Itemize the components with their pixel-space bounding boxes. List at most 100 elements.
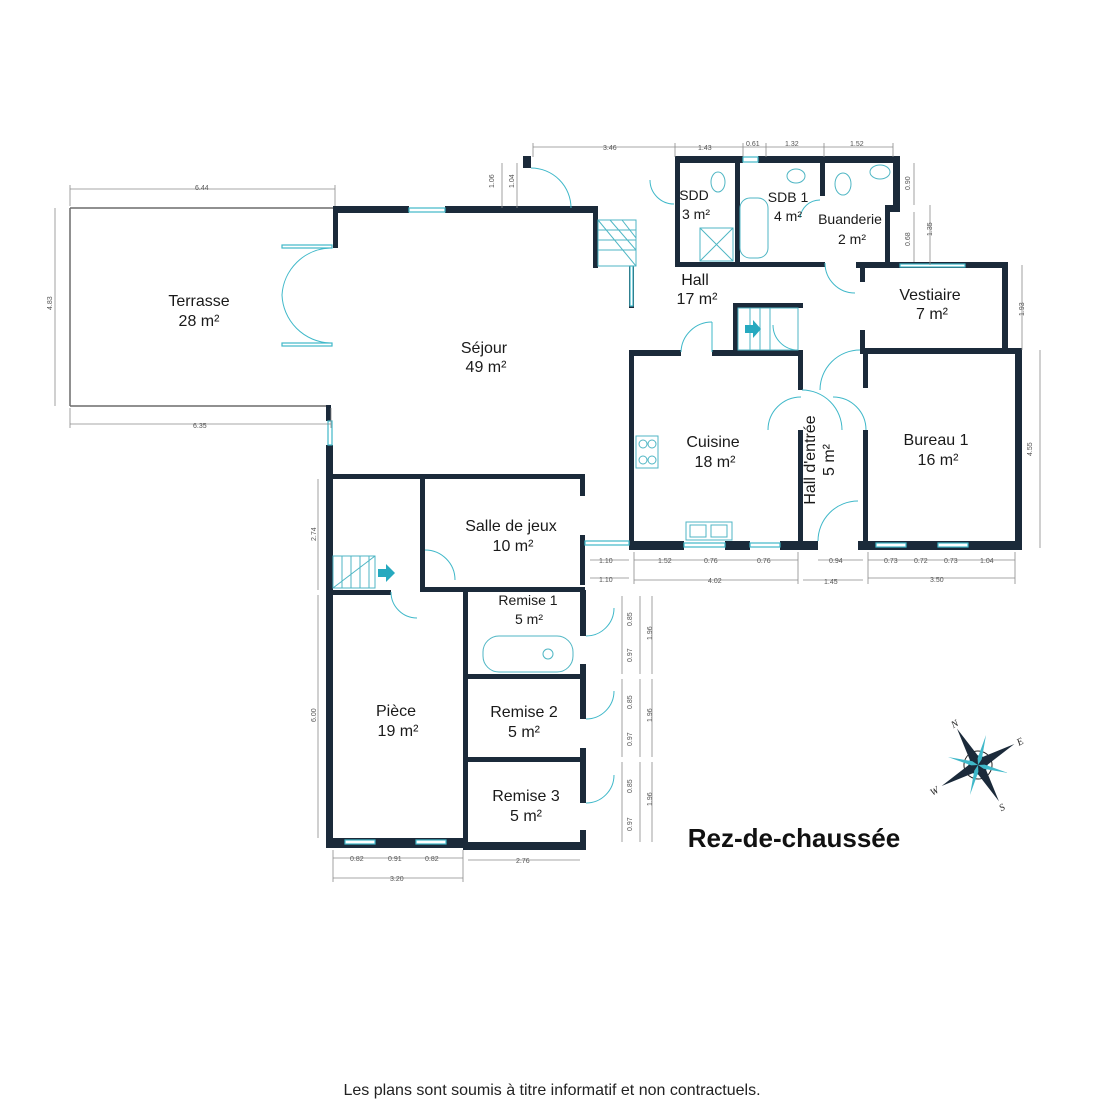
dim-label: 4.55 [1027, 442, 1034, 456]
dim-label: 0.85 [627, 695, 634, 709]
stairs-icon [332, 555, 376, 589]
dim-label: 1.06 [489, 174, 496, 188]
room-area-cuisine: 18 m² [695, 454, 737, 471]
room-name-remise1: Remise 1 [498, 592, 557, 608]
room-area-sdd: 3 m² [682, 206, 710, 222]
dim-label: 1.10 [599, 558, 613, 565]
dimension-labels: 3.46 1.43 0.61 1.32 1.52 1.06 1.04 0.90 … [47, 141, 1034, 883]
terrasse-outline [69, 207, 335, 407]
stairs-icon [597, 219, 637, 267]
room-name-buanderie: Buanderie [818, 211, 882, 227]
compass-east: E [1014, 736, 1026, 749]
room-area-buanderie: 2 m² [838, 231, 866, 247]
room-area-vestiaire: 7 m² [916, 306, 949, 323]
dim-label: 1.35 [927, 222, 934, 236]
shower-icon [699, 227, 734, 262]
dim-label: 0.61 [746, 141, 760, 148]
dim-label: 0.73 [944, 558, 958, 565]
dim-label: 0.94 [829, 558, 843, 565]
dim-label: 0.97 [627, 817, 634, 831]
dim-label: 1.96 [647, 708, 654, 722]
room-area-hall: 17 m² [677, 291, 719, 308]
dim-label: 0.97 [627, 648, 634, 662]
compass-west: W [928, 784, 942, 799]
room-area-hall-entree: 5 m² [821, 443, 838, 476]
room-name-sdd: SDD [679, 187, 709, 203]
compass-rose-icon: N S E W [928, 717, 1026, 814]
dim-label: 0.82 [425, 856, 439, 863]
room-name-sejour: Séjour [461, 340, 508, 357]
dim-label: 2.74 [311, 527, 318, 541]
toilet-icon [710, 171, 726, 193]
room-area-salle-jeux: 10 m² [493, 538, 535, 555]
dim-label: 0.76 [704, 558, 718, 565]
disclaimer-text: Les plans sont soumis à titre informatif… [343, 1082, 761, 1099]
room-area-remise3: 5 m² [510, 808, 543, 825]
bathtub-icon [482, 635, 574, 673]
dim-label: 1.43 [698, 145, 712, 152]
dim-label: 6.35 [193, 423, 207, 430]
dim-label: 1.45 [824, 579, 838, 586]
arrow-right-icon [745, 320, 761, 338]
dim-label: 0.76 [757, 558, 771, 565]
dim-label: 4.83 [47, 296, 54, 310]
bathtub-icon [739, 197, 769, 259]
room-name-terrasse: Terrasse [168, 293, 229, 310]
room-name-remise2: Remise 2 [490, 704, 558, 721]
dim-label: 1.10 [599, 577, 613, 584]
dim-label: 3.20 [390, 876, 404, 883]
room-name-hall-entree: Hall d'entrée [802, 415, 819, 504]
dim-label: 0.85 [627, 612, 634, 626]
room-name-vestiaire: Vestiaire [899, 287, 960, 304]
dim-label: 0.85 [627, 779, 634, 793]
room-name-cuisine: Cuisine [686, 434, 739, 451]
room-name-sdb1: SDB 1 [768, 189, 809, 205]
dim-label: 4.02 [708, 578, 722, 585]
dim-label: 0.90 [905, 176, 912, 190]
dim-label: 6.00 [311, 708, 318, 722]
dim-label: 1.52 [850, 141, 864, 148]
dim-label: 3.46 [603, 145, 617, 152]
dim-label: 1.96 [647, 626, 654, 640]
dim-label: 0.91 [388, 856, 402, 863]
compass-south: S [997, 802, 1007, 814]
room-name-hall: Hall [681, 272, 709, 289]
dim-label: 1.04 [980, 558, 994, 565]
room-labels: Terrasse 28 m² Séjour 49 m² Hall 17 m² S… [168, 187, 968, 825]
sink-icon [786, 168, 806, 184]
dim-label: 0.73 [884, 558, 898, 565]
dimension-lines [54, 143, 1041, 882]
windows [281, 156, 969, 845]
dim-label: 3.50 [930, 577, 944, 584]
dim-label: 1.93 [1019, 302, 1026, 316]
room-area-remise1: 5 m² [515, 611, 543, 627]
dim-label: 6.44 [195, 185, 209, 192]
room-area-terrasse: 28 m² [179, 313, 221, 330]
dim-label: 0.72 [914, 558, 928, 565]
walls [326, 156, 1022, 850]
hob-icon [635, 435, 659, 469]
room-area-remise2: 5 m² [508, 724, 541, 741]
arrow-right-icon [378, 564, 395, 582]
room-name-salle-jeux: Salle de jeux [465, 518, 557, 535]
room-area-bureau1: 16 m² [918, 452, 960, 469]
dim-label: 0.97 [627, 732, 634, 746]
compass-north: N [949, 717, 962, 731]
sink-icon [869, 164, 891, 180]
sink-icon [685, 521, 733, 541]
doors [281, 167, 867, 804]
floor-title: Rez-de-chaussée [688, 823, 900, 853]
room-area-sdb1: 4 m² [774, 208, 802, 224]
room-name-bureau1: Bureau 1 [904, 432, 969, 449]
room-area-piece: 19 m² [378, 723, 420, 740]
dim-label: 2.76 [516, 858, 530, 865]
room-name-piece: Pièce [376, 703, 416, 720]
dim-label: 1.32 [785, 141, 799, 148]
room-name-remise3: Remise 3 [492, 788, 560, 805]
room-area-sejour: 49 m² [466, 359, 508, 376]
dim-label: 1.04 [509, 174, 516, 188]
dim-label: 1.96 [647, 792, 654, 806]
stairs-icon [737, 307, 799, 351]
dim-label: 0.68 [905, 232, 912, 246]
